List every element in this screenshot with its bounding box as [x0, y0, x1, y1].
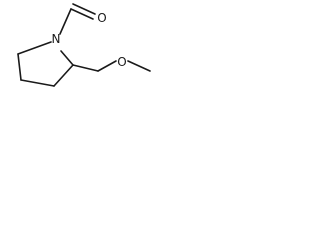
bond-formyl-c-o-a — [70, 8, 94, 20]
bond-n-c2 — [60, 50, 74, 66]
bond-c5-n — [17, 41, 52, 55]
carbonyl-oxygen-label: O — [97, 11, 106, 25]
bond-o-ch3 — [127, 60, 151, 72]
bond-ch2-o — [97, 60, 117, 72]
formyl-group — [59, 3, 96, 35]
bond-c4-c5 — [17, 53, 22, 81]
ether-oxygen-label: O — [117, 55, 126, 69]
nitrogen-label: N — [52, 32, 61, 46]
bond-n-formyl-c — [59, 8, 72, 35]
bond-formyl-c-o-b — [72, 3, 96, 15]
pyrrolidine-ring — [17, 41, 74, 87]
structure-diagram: N O O — [17, 3, 151, 87]
bond-c2-c3 — [53, 64, 74, 87]
methoxymethyl-group — [72, 60, 151, 72]
bond-c3-c4 — [20, 79, 55, 87]
bond-c2-ch2 — [72, 64, 99, 72]
